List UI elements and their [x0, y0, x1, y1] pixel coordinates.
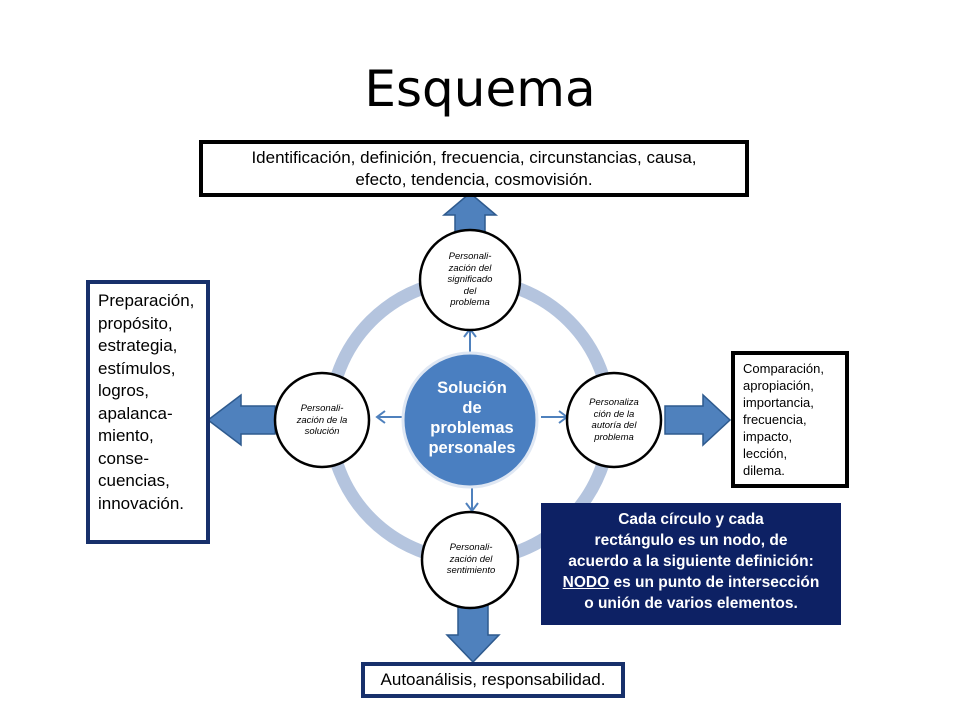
node-left-label: Personali- zación de la solución: [278, 403, 366, 438]
node-bottom-label: Personali- zación del sentimiento: [426, 542, 516, 577]
box-left-line: conse-: [98, 448, 150, 468]
note-line: NODO es un punto de intersección: [547, 572, 835, 593]
page-title: Esquema: [364, 60, 596, 118]
box-right-line: dilema.: [743, 463, 785, 478]
connector-right: [541, 410, 569, 424]
center-line: problemas: [430, 419, 514, 437]
box-left-line: apalanca-: [98, 403, 173, 423]
center-line: Solución: [437, 379, 507, 397]
connector-down: [465, 488, 479, 513]
node-bottom-line: Personali-: [449, 542, 493, 553]
box-right-line: frecuencia,: [743, 412, 807, 427]
note-line: o unión de varios elementos.: [584, 595, 798, 612]
note-line: Cada círculo y cada: [618, 511, 764, 528]
node-top-line: zación del: [448, 262, 492, 274]
box-right-line: Comparación,: [743, 361, 824, 376]
box-top-line: Identificación, definición, frecuencia, …: [251, 148, 697, 167]
node-left-line: solución: [304, 426, 340, 437]
node-bottom-line: zación del: [449, 553, 493, 565]
node-top-line: Personali-: [448, 251, 492, 262]
box-top: Identificación, definición, frecuencia, …: [199, 140, 749, 197]
box-right-line: importancia,: [743, 395, 814, 410]
node-left-line: Personali-: [300, 403, 344, 414]
box-left-line: miento,: [98, 426, 154, 445]
box-left-line: innovación.: [98, 493, 185, 513]
node-left: [273, 371, 371, 469]
connector-left: [375, 410, 402, 424]
note-term-rest: es un punto de intersección: [609, 574, 820, 591]
box-right: Comparación, apropiación, importancia, f…: [731, 351, 849, 488]
box-bottom: Autoanálisis, responsabilidad.: [361, 662, 625, 698]
node-top-label: Personali- zación del significado del pr…: [425, 251, 515, 309]
node-right-line: Personaliza: [589, 397, 639, 408]
note-line: acuerdo a la siguiente definición:: [568, 553, 814, 570]
center-node-label: Solución de problemas personales: [402, 378, 542, 458]
center-line: personales: [428, 439, 516, 457]
box-left-line: cuencias,: [98, 471, 170, 490]
node-right-label: Personaliza ción de la autoría del probl…: [570, 397, 658, 443]
center-line: de: [462, 399, 482, 417]
node-right-line: autoría del: [591, 420, 637, 431]
box-left-line: logros,: [98, 381, 150, 400]
box-right-line: lección,: [743, 446, 788, 461]
note-term: NODO: [562, 574, 610, 591]
center-node: [401, 351, 539, 489]
box-left-line: propósito,: [98, 313, 173, 333]
box-right-line: impacto,: [743, 429, 793, 444]
box-left-line: estrategia,: [98, 336, 178, 355]
box-right-line: apropiación,: [743, 378, 814, 393]
box-left-line: Preparación,: [98, 291, 195, 310]
node-right-line: ción de la: [593, 408, 635, 420]
node-top: [418, 228, 522, 332]
node-right-line: problema: [594, 431, 634, 443]
box-left: Preparación, propósito, estrategia, estí…: [86, 280, 210, 544]
node-top-line: problema: [450, 297, 490, 308]
node-top-line: significado: [447, 274, 493, 285]
arrow-right: [664, 393, 732, 447]
node-top-line: del: [463, 285, 477, 297]
node-left-line: zación de la: [296, 414, 348, 426]
definition-note: Cada círculo y cada rectángulo es un nod…: [541, 503, 841, 625]
node-bottom-line: sentimiento: [446, 565, 496, 576]
box-left-line: estímulos,: [98, 358, 176, 378]
node-right: [565, 371, 663, 469]
node-bottom: [420, 510, 520, 610]
arrow-down: [445, 604, 501, 664]
arrow-left: [206, 393, 276, 447]
note-line: rectángulo es un nodo, de: [594, 532, 788, 549]
box-top-line: efecto, tendencia, cosmovisión.: [355, 170, 593, 189]
